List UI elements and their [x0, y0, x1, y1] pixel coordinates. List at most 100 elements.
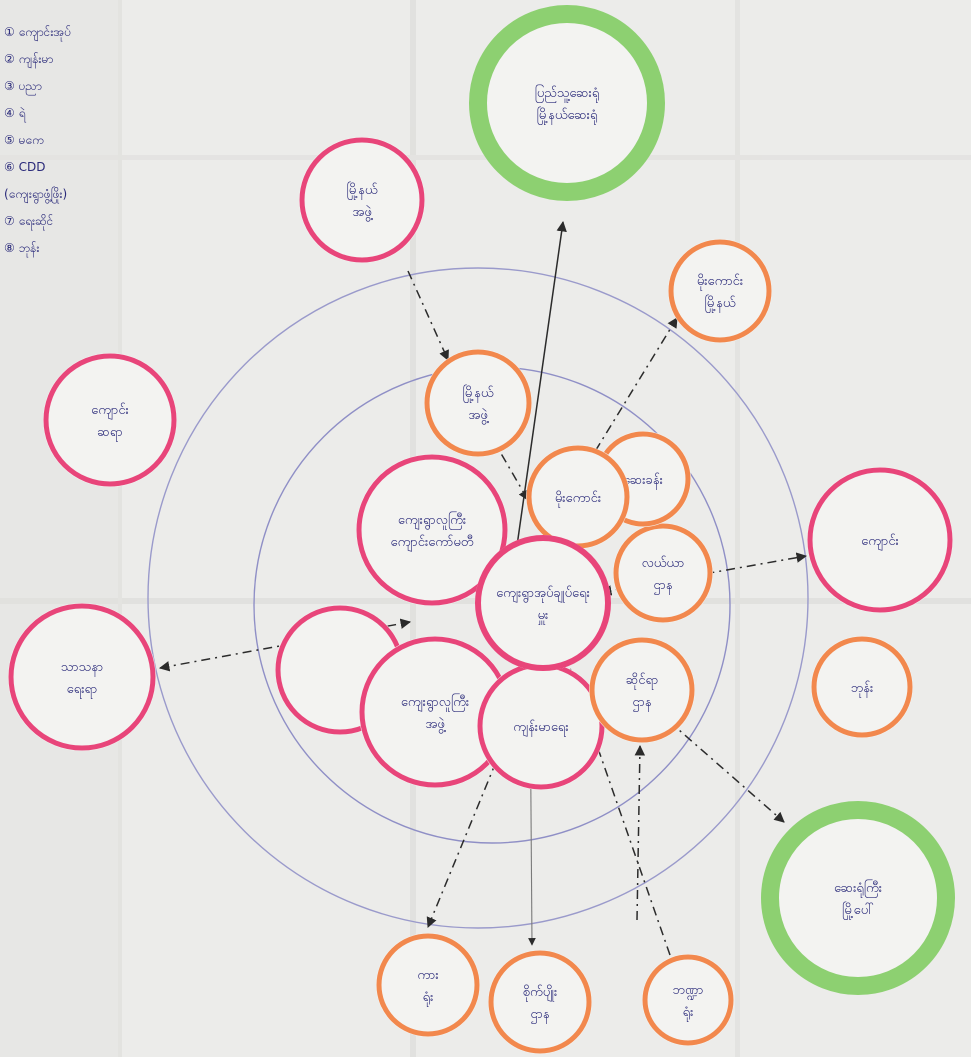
- node-label: ရေးရာ: [67, 682, 98, 699]
- node-label: မြို့ပေါ်: [842, 901, 874, 920]
- node-inner-top-orange: မြို့နယ်အဖွဲ့: [424, 349, 532, 457]
- node-top-green: ပြည်သူ့ဆေးရုံမြို့နယ်ဆေးရုံ: [469, 5, 665, 201]
- node-label: ဌာန: [653, 578, 673, 595]
- node-fill: [811, 636, 913, 738]
- arrow-center-to-right-pink: [600, 552, 808, 596]
- node-label: မြို့နယ်: [463, 384, 494, 403]
- node-ring: [589, 637, 695, 743]
- node-label: မိုးကောင်း: [697, 273, 743, 291]
- node-fill: [8, 603, 156, 751]
- node-fill: [475, 535, 611, 671]
- arrow-bottomright-to-center: [561, 647, 671, 956]
- node-label: ရုံး: [683, 1005, 694, 1022]
- node-label: ကျောင်းကော်မတီ: [391, 534, 474, 552]
- node-label: စိုက်ပျိုး: [523, 984, 558, 1002]
- node-label: ကျေးရွာလူကြီး: [401, 693, 469, 712]
- node-ring: [488, 950, 592, 1054]
- node-fill: [469, 5, 665, 201]
- node-ring: [668, 239, 772, 343]
- legend-item: ⑦ ရေးဆိုင်: [4, 213, 53, 231]
- nodes-layer: ပြည်သူ့ဆေးရုံမြို့နယ်ဆေးရုံမြို့နယ်အဖွဲ့…: [8, 5, 955, 1054]
- node-label: သာသနာ: [61, 660, 104, 677]
- node-label: ကျောင်း: [861, 533, 899, 551]
- node-inner-left-pink: ကျေးရွာလူကြီးကျောင်းကော်မတီ: [356, 454, 508, 606]
- node-label: အဖွဲ့: [352, 205, 373, 222]
- node-inner-low-right-pink: ကျန်းမာရေး: [477, 662, 605, 790]
- node-label: မြို့နယ်ဆေးရုံ: [537, 106, 598, 125]
- node-inner-mid-orange: မိုးကောင်း: [526, 445, 630, 549]
- legend-item: (ကျေးရွာဖွံ့ဖြိုး): [4, 185, 67, 204]
- outer-ring: [147, 267, 809, 929]
- node-fill: [424, 349, 532, 457]
- node-ring: [8, 603, 156, 751]
- node-label: ကျန်းမာရေး: [513, 719, 568, 737]
- legend-item: ⑧ ဘုန်း: [4, 240, 39, 258]
- node-label: လယ်ယာ: [642, 555, 685, 571]
- node-left-pink: ကျောင်းဆရာ: [43, 353, 177, 487]
- node-top-right-orange: မိုးကောင်းမြို့နယ်: [668, 239, 772, 343]
- node-fill: [613, 523, 713, 623]
- node-bottom-right-orange: ဘဏ္ဍာရုံး: [642, 954, 734, 1046]
- node-inner-low-right-orange: ဆိုင်ရာဌာန: [589, 637, 695, 743]
- node-ring: [424, 349, 532, 457]
- node-left-bottom-pink: သာသနာရေးရာ: [8, 603, 156, 751]
- node-fill: [477, 662, 605, 790]
- node-bottom-right-green: ဆေးရုံကြီးမြို့ပေါ်: [761, 801, 955, 995]
- node-ring: [642, 954, 734, 1046]
- node-center: ကျေးရွာအုပ်ချုပ်ရေးမှူး: [475, 535, 611, 671]
- node-label: ပြည်သူ့ဆေးရုံ: [535, 84, 600, 103]
- legend: ① ကျောင်းအုပ် ② ကျန်းမာ ③ ပညာ ④ ရဲ ⑤ မကေ ⑥ CD…: [4, 24, 71, 258]
- node-ring: [299, 137, 425, 263]
- node-label: ရုံး: [423, 990, 434, 1007]
- arrow-topright-to-innermid: [590, 317, 678, 459]
- node-label: ဘဏ္ဍာ: [673, 983, 704, 1000]
- node-fill: [807, 467, 953, 613]
- node-label: ဌာန: [632, 695, 652, 712]
- node-ring: [613, 523, 713, 623]
- node-right-pink: ကျောင်း: [807, 467, 953, 613]
- node-bottom-mid-orange: စိုက်ပျိုးဌာန: [488, 950, 592, 1054]
- node-fill: [668, 239, 772, 343]
- arrow-center-to-top-green: [509, 220, 567, 596]
- node-inner-right2-orange: လယ်ယာဌာန: [613, 523, 713, 623]
- legend-item: ① ကျောင်းအုပ်: [4, 24, 71, 42]
- legend-item: ② ကျန်းမာ: [4, 51, 53, 69]
- node-fill: [376, 933, 480, 1037]
- node-ring: [469, 5, 665, 201]
- node-label: ဆေးရုံကြီး: [834, 879, 882, 898]
- node-label: ကျေးရွာအုပ်ချုပ်ရေး: [496, 585, 590, 603]
- node-right-orange: ဘုန်း: [811, 636, 913, 738]
- node-label: မြို့နယ်: [347, 181, 378, 200]
- node-label: မှူး: [538, 608, 549, 625]
- node-fill: [589, 637, 695, 743]
- node-ring: [376, 933, 480, 1037]
- node-ring: [475, 535, 611, 671]
- node-ring: [761, 801, 955, 995]
- node-fill: [761, 801, 955, 995]
- node-fill: [359, 636, 511, 788]
- node-label: အဖွဲ့: [425, 717, 446, 734]
- node-inner-low-mid-pink: ကျေးရွာလူကြီးအဖွဲ့: [359, 636, 511, 788]
- node-label: အဖွဲ့: [468, 408, 489, 425]
- legend-item: ⑥ CDD: [4, 160, 45, 174]
- legend-item: ④ ရဲ: [4, 105, 26, 123]
- node-label: ဆရာ: [97, 425, 122, 442]
- node-top-left-pink: မြို့နယ်အဖွဲ့: [299, 137, 425, 263]
- node-bottom-left-orange: ကားရုံး: [376, 933, 480, 1037]
- node-fill: [526, 445, 630, 549]
- node-ring: [43, 353, 177, 487]
- arrow-topleft-to-innertop: [407, 270, 449, 361]
- node-label: မိုးကောင်း: [555, 490, 601, 508]
- node-fill: [356, 454, 508, 606]
- node-ring: [807, 467, 953, 613]
- legend-item: ③ ပညာ: [4, 79, 42, 96]
- arrow-center-to-bottomright-green: [605, 665, 785, 823]
- legend-item: ⑤ မကေ: [4, 133, 44, 147]
- node-label: ကား: [417, 968, 438, 983]
- node-fill: [488, 950, 592, 1054]
- node-label: ဆိုင်ရာ: [626, 672, 659, 690]
- node-fill: [642, 954, 734, 1046]
- node-label: ကျောင်း: [91, 402, 129, 420]
